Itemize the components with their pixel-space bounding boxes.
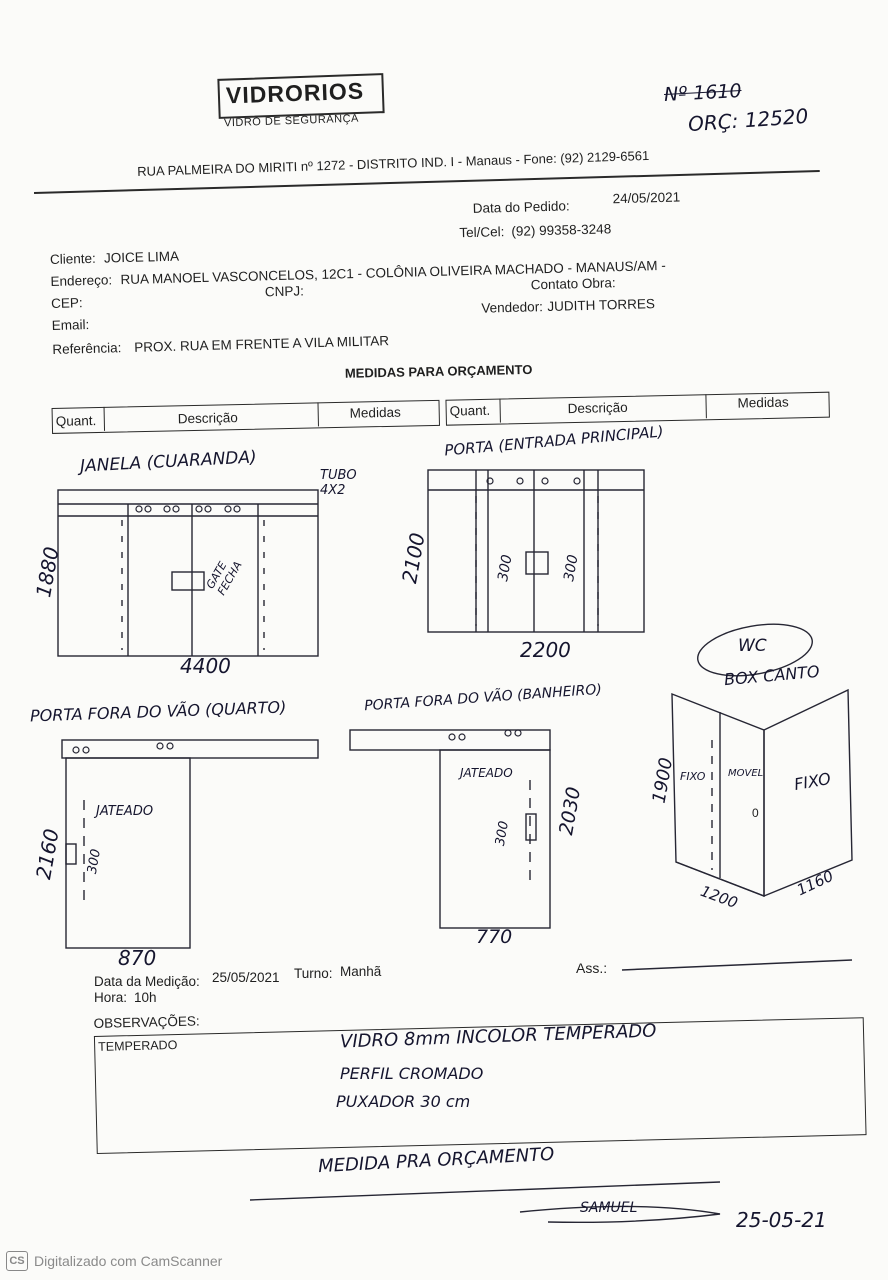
window-width: 4400 <box>180 654 231 678</box>
shower-mobile-handle: 0 <box>752 806 759 820</box>
main-door-width: 2200 <box>520 638 571 662</box>
shower-sketch <box>671 688 853 898</box>
shower-fixed-left: FIXO <box>680 770 706 783</box>
footer-date: 25-05-21 <box>736 1208 827 1232</box>
main-door-sketch <box>427 469 645 633</box>
shower-mobile: MOVEL <box>728 768 764 779</box>
shift-value: Manhã <box>340 964 382 979</box>
scanner-badge: CS <box>6 1251 28 1271</box>
signature-line <box>621 959 853 971</box>
observations-section: OBSERVAÇÕES: TEMPERADO <box>93 1013 867 1154</box>
window-sketch <box>57 489 319 657</box>
measure-date-label: Data da Medição: <box>94 974 200 989</box>
window-tube-note: TUBO 4X2 <box>320 468 357 498</box>
measure-date: 25/05/2021 <box>212 970 280 985</box>
room-door-sketch <box>61 739 319 949</box>
time-value: 10h <box>134 990 157 1005</box>
time-label: Hora: <box>94 990 128 1005</box>
bath-door-width: 770 <box>476 926 513 948</box>
room-door-width: 870 <box>118 946 157 970</box>
wc-ellipse <box>697 623 813 677</box>
bath-door-label: JATEADO <box>460 766 513 780</box>
shower-badge: WC <box>738 636 767 656</box>
footer-underline <box>249 1181 721 1201</box>
shift-label: Turno: <box>294 966 333 981</box>
room-door-label: JATEADO <box>96 804 154 819</box>
observation-line-3: PUXADOR 30 cm <box>336 1092 471 1111</box>
signature-stroke <box>519 1205 721 1224</box>
signature-label: Ass.: <box>576 960 608 976</box>
scanner-watermark: Digitalizado com CamScanner <box>34 1253 223 1269</box>
footer-signature: SAMUEL <box>580 1200 638 1216</box>
bath-door-sketch <box>349 729 551 929</box>
hinge-marks <box>72 477 581 754</box>
observations-label: OBSERVAÇÕES: <box>93 1013 200 1032</box>
observations-typed: TEMPERADO <box>97 1037 178 1054</box>
observation-line-2: PERFIL CROMADO <box>340 1064 484 1083</box>
